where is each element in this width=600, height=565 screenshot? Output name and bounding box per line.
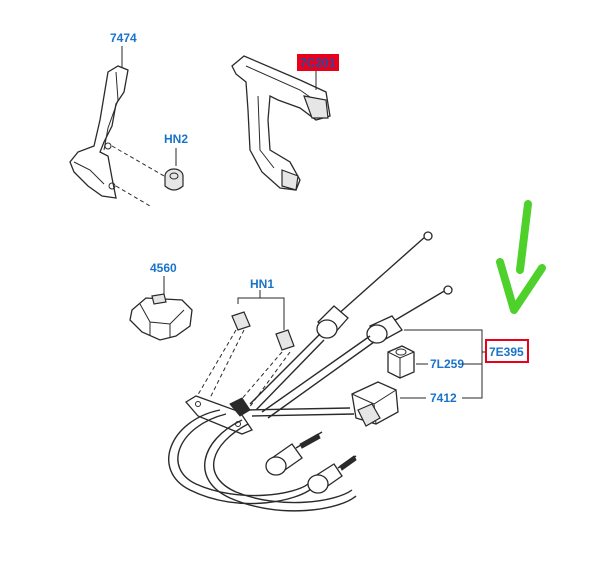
- fasteners-part-HN1: [195, 290, 295, 413]
- label-7474: 7474: [110, 31, 137, 45]
- bushing-part-7L259: [387, 345, 428, 379]
- cable-assembly: [168, 231, 453, 512]
- nut-part-HN2: [164, 148, 184, 191]
- bracket-part-7474: [69, 46, 165, 207]
- green-arrow-icon: [496, 200, 546, 314]
- label-7C201: 7C201: [300, 56, 336, 70]
- support-part-7C201: [231, 55, 331, 191]
- label-HN2: HN2: [164, 132, 188, 146]
- label-7C201-highlight: [297, 54, 339, 71]
- label-HN1: HN1: [250, 277, 274, 291]
- callout-7E395: [404, 329, 529, 399]
- clip-part-4560: [129, 276, 193, 341]
- label-7L259: 7L259: [430, 357, 464, 371]
- label-7412: 7412: [430, 391, 457, 405]
- label-4560: 4560: [150, 261, 177, 275]
- label-7E395: 7E395: [489, 345, 524, 359]
- cable-end-part-7412: [351, 381, 426, 427]
